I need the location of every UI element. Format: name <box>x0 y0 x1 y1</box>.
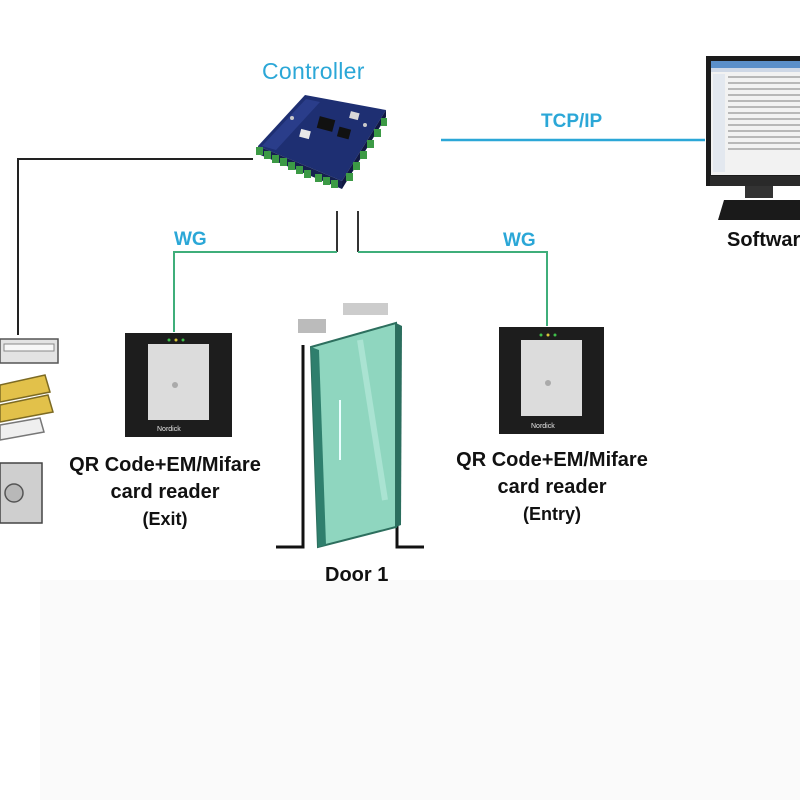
wiegand-left-label: WG <box>174 229 207 250</box>
wiegand-right-label: WG <box>503 230 536 251</box>
door-label: Door 1 <box>325 564 389 586</box>
tcpip-label: TCP/IP <box>541 111 603 132</box>
svg-text:Nordick: Nordick <box>531 423 555 430</box>
door-illustration <box>276 303 424 549</box>
exit-button-device <box>0 462 43 524</box>
controller-board <box>256 95 387 189</box>
computer-stand <box>745 186 773 198</box>
svg-text:Nordick: Nordick <box>157 426 181 433</box>
exit-reader-line1: QR Code+EM/Mifare <box>69 454 261 476</box>
electric-lock <box>0 338 59 441</box>
entry-reader-line2: card reader <box>497 476 607 498</box>
entry-reader-caption: QR Code+EM/Mifare card reader (Entry) <box>439 447 665 528</box>
exit-reader-line3: (Exit) <box>142 509 188 529</box>
entry-reader-device: Nordick <box>499 327 604 434</box>
wiegand-line-left <box>173 251 337 332</box>
wiegand-line-right <box>358 251 548 326</box>
computer-keyboard <box>718 200 800 220</box>
background-panel <box>40 580 800 800</box>
exit-reader-caption: QR Code+EM/Mifare card reader (Exit) <box>62 452 268 533</box>
software-label: Software <box>727 229 800 251</box>
controller-label: Controller <box>262 58 365 84</box>
entry-reader-line1: QR Code+EM/Mifare <box>456 449 648 471</box>
power-line <box>17 158 253 335</box>
exit-reader-line2: card reader <box>110 481 220 503</box>
computer-monitor <box>706 56 800 186</box>
entry-reader-line3: (Entry) <box>523 504 581 524</box>
exit-reader-device: Nordick <box>125 333 232 437</box>
